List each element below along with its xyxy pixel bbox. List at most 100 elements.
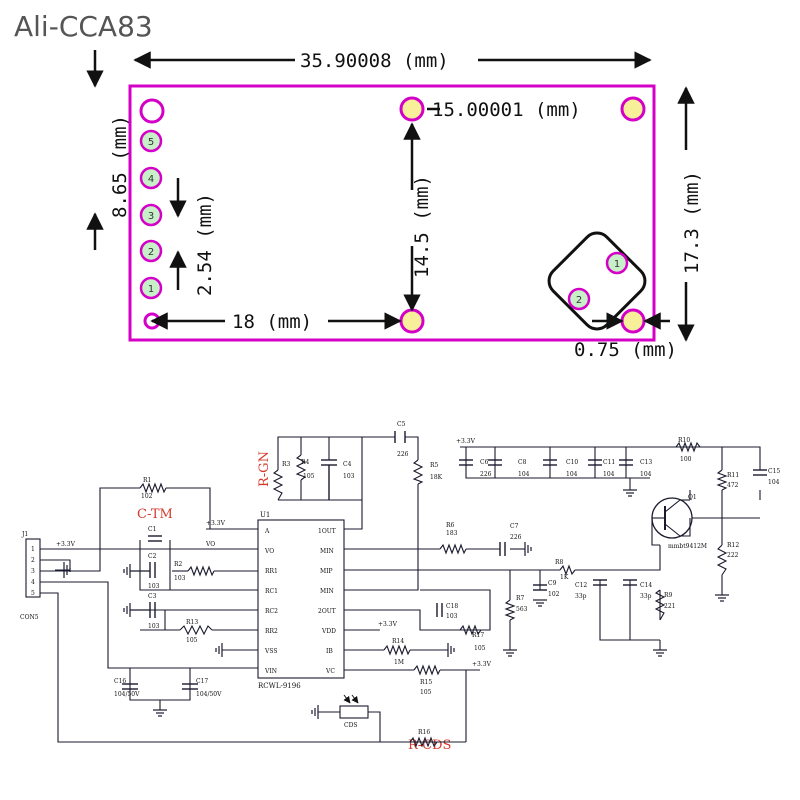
part-ref-r1: R1 [143,477,151,484]
part-val-q1: mmbt9412M [668,543,707,550]
part-val-r14: 1M [394,659,404,666]
ic-pin-left: RR1 [265,568,278,575]
sensor-pin [567,287,591,311]
ic-name: RCWL-9196 [258,682,301,690]
dim-height: 17.3 (mm) [681,171,703,274]
part-val-c3: 103 [148,623,160,630]
vo-net-label: VO [205,541,215,548]
header-pin-label: 5 [148,137,154,148]
capacitor-c17 [182,683,198,690]
connector-pin: 5 [31,590,35,597]
ground-icon [123,603,150,617]
resistor-r14 [383,644,411,656]
part-val-r8: 1K [560,574,569,581]
resistor-r8 [559,564,576,576]
schematic: R-GN C-TM R-CDS J1 CON5 1 2 3 4 5 +3.3V … [20,421,780,753]
part-ref-c5: C5 [397,421,406,428]
part-ref-r16: R16 [418,729,430,736]
resistor-r4 [295,454,307,481]
part-val-r1: 102 [141,493,153,500]
part-val-r9: 221 [664,603,675,610]
part-ref-c15: C15 [768,468,780,475]
part-ref-c7: C7 [510,523,519,530]
connector-name: CON5 [20,614,39,621]
resistor-r16 [409,736,438,748]
part-val-r17: 105 [474,645,486,652]
part-ref-r11: R11 [727,472,739,479]
dim-edge-top: 8.65 (mm) [109,115,131,218]
dim-vert-hole: 14.5 (mm) [411,175,433,278]
part-ref-r15: R15 [420,679,432,686]
transistor-q1 [651,497,693,546]
header-pin [139,203,163,227]
header-pin [139,239,163,263]
part-val-c18: 103 [446,613,458,620]
resistors [139,441,728,748]
connector-pin: 2 [31,557,35,564]
ic-pin-left: RC1 [265,588,278,595]
part-val-c13: 104 [640,471,652,478]
dim-edge-right: 0.75 (mm) [574,339,677,361]
capacitor-c18 [436,603,443,617]
part-ref-c18: C18 [446,603,458,610]
ground-icon [311,705,319,719]
header-pin [139,276,163,300]
ground-icon [63,562,71,578]
part-ref-c2: C2 [148,553,157,560]
ic-u1: U1 RCWL-9196 A VO RR1 RC1 RC2 RR2 VSS VI… [205,511,345,690]
part-val-r6: 183 [446,530,458,537]
dim-width: 35.90008 (mm) [300,50,449,72]
power-label-vc: +3.3V [472,661,492,668]
ground-symbols [63,489,729,719]
ic-pin-left: VO [264,548,274,555]
label-c-tm: C-TM [137,507,173,522]
resistor-r10 [675,441,701,453]
ic-pin-right: IB [326,648,333,655]
part-val-c6: 226 [480,471,492,478]
part-ref-c4: C4 [343,461,352,468]
power-label-vdd: +3.3V [378,621,398,628]
power-label-rail: +3.3V [456,438,476,445]
header-pin [139,129,163,153]
part-val-c11: 104 [603,471,615,478]
resistor-r9 [654,589,666,621]
part-ref-c13: C13 [640,459,652,466]
header-pin-label: 3 [148,211,154,222]
pir-sensor-footprint: 1 2 [547,231,647,331]
part-ref-r2: R2 [174,561,183,568]
pad-bottom-middle [399,308,425,334]
resistor-r11 [716,469,728,491]
schematic-wires [40,436,761,743]
ic-power-label: +3.3V [206,520,226,527]
part-val-c2: 103 [148,583,160,590]
part-val-c16: 104/50V [114,691,140,698]
capacitor-c5 [394,431,406,443]
capacitor-c6 [459,459,473,466]
resistor-r7 [504,599,516,621]
part-ref-c12: C12 [575,582,587,589]
resistor-r6 [439,543,467,555]
header-pin-label: 4 [148,174,154,185]
ground-icon [533,599,547,607]
header-pin-label: 1 [148,284,154,295]
part-ref-c6: C6 [480,459,489,466]
watermark: Ali-CCA83 [14,10,153,43]
part-val-r2: 103 [174,575,186,582]
capacitor-c4 [321,459,337,500]
pad-bottom-right [620,308,646,334]
part-ref-r12: R12 [727,542,739,549]
part-ref-c3: C3 [148,593,157,600]
resistor-r2 [187,565,215,577]
dimension-lines [86,50,695,342]
part-val-r7: 563 [516,606,528,613]
part-ref-c17: C17 [196,678,208,685]
ground-icon [524,542,532,556]
ground-icon [623,489,637,497]
dim-horiz-hole: 18 (mm) [232,311,312,333]
resistor-r15 [413,664,441,676]
ic-pin-left: VIN [264,668,277,675]
part-ref-r14: R14 [392,638,404,645]
capacitor-c9 [533,584,547,591]
cds-label: CDS [344,722,358,729]
